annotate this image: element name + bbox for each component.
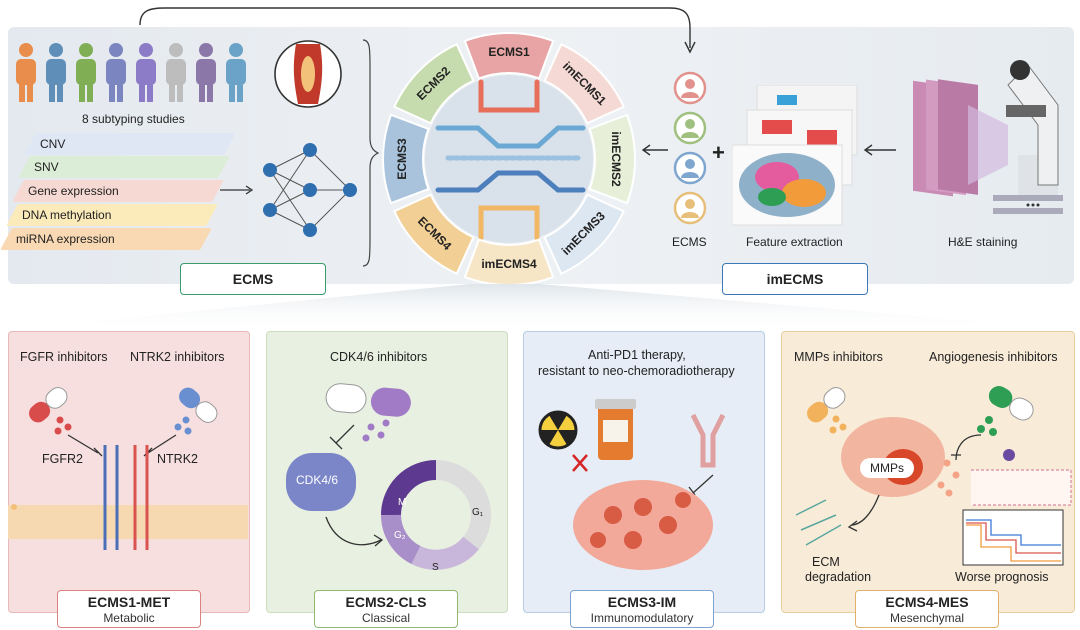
person-icon [76, 43, 96, 102]
person-icon [226, 43, 246, 102]
subtype-name: ECMS4-MES [885, 594, 969, 610]
person-icon [46, 43, 66, 102]
arrow-from-he [863, 144, 896, 156]
neural-network-icon [220, 143, 357, 237]
person-icon [196, 43, 216, 102]
fan-shade [4, 284, 1078, 330]
person-circle-icon [673, 151, 707, 185]
ecms-box: ECMS [180, 263, 326, 295]
plus-sign: + [712, 140, 725, 165]
panel3-illustration [538, 399, 726, 570]
person-circle-icon [673, 191, 707, 225]
imecms-people-icons [673, 71, 707, 225]
subtype-name: ECMS3-IM [607, 594, 677, 610]
people-icons [16, 43, 246, 102]
receptor-fgfr2: FGFR2 [42, 452, 83, 466]
ring-segment [463, 238, 555, 286]
ring-segment-label: imECMS4 [481, 257, 537, 271]
drug-cdk46: CDK4/6 inhibitors [330, 350, 428, 364]
worse-prognosis-label: Worse prognosis [955, 570, 1049, 584]
omics-dna-methylation: DNA methylation [6, 204, 218, 226]
subtype-name: ECMS1-MET [87, 594, 171, 610]
phase-s: S [432, 562, 439, 573]
studies-label: 8 subtyping studies [82, 112, 185, 126]
panel-ecms1 [8, 331, 250, 613]
ring-segment [463, 32, 555, 80]
receptor-ntrk2: NTRK2 [157, 452, 198, 466]
label-ecms4-mes: ECMS4-MES Mesenchymal [855, 590, 999, 628]
ring-segment [543, 43, 625, 125]
ecm-label: ECM [812, 555, 840, 569]
phase-g1: G₁ [472, 507, 484, 518]
omics-snv: SNV [18, 156, 230, 178]
drug-ntrk2: NTRK2 inhibitors [130, 350, 225, 364]
ring-segment [393, 193, 475, 275]
subtype-description: Mesenchymal [889, 611, 965, 625]
ring-segment-label: ECMS3 [395, 138, 409, 180]
person-icon [166, 43, 186, 102]
omics-mirna-expression: miRNA expression [0, 228, 212, 250]
ecm-degradation-label: degradation [805, 570, 872, 584]
ecms-ring: ECMS1imECMS1imECMS2imECMS3imECMS4ECMS4EC… [382, 32, 636, 286]
protein-cdk46: CDK4/6 [296, 473, 339, 487]
subtype-description: Metabolic [103, 611, 155, 625]
panel2-illustration [286, 383, 491, 570]
subtype-description: Immunomodulatory [590, 611, 694, 625]
person-icon [16, 43, 36, 102]
drug-fgfr: FGFR inhibitors [20, 350, 108, 364]
arrow-to-ring [641, 144, 668, 156]
ring-segment [543, 193, 625, 275]
panel4-illustration [795, 386, 1072, 566]
mmps-label: MMPs [860, 458, 914, 478]
label-ecms3-im: ECMS3-IM Immunomodulatory [570, 590, 714, 628]
ring-segment [393, 43, 475, 125]
omics-gene-expression: Gene expression [12, 180, 224, 202]
phase-g2: G₂ [394, 530, 406, 541]
omics-cnv: CNV [24, 133, 236, 155]
person-circle-icon [673, 71, 707, 105]
label-ecms2-cls: ECMS2-CLS Classical [314, 590, 458, 628]
label-ecms1-met: ECMS1-MET Metabolic [57, 590, 201, 628]
person-circle-icon [673, 111, 707, 145]
drug-resistance: resistant to neo-chemoradiotherapy [538, 364, 735, 378]
person-icon [136, 43, 156, 102]
drug-angiogenesis: Angiogenesis inhibitors [929, 350, 1058, 364]
phase-m: M [398, 497, 407, 508]
imecms-box: imECMS [722, 263, 868, 295]
person-icon [106, 43, 126, 102]
feature-label: Feature extraction [746, 235, 843, 249]
ring-segment [382, 113, 430, 205]
drug-antipd1: Anti-PD1 therapy, [588, 348, 686, 362]
ecms-people-label: ECMS [672, 235, 707, 249]
subtype-description: Classical [361, 611, 410, 625]
drug-mmps: MMPs inhibitors [794, 350, 883, 364]
top-arrow [139, 7, 696, 54]
subtype-name: ECMS2-CLS [345, 594, 427, 610]
he-label: H&E staining [948, 235, 1018, 249]
panel1-illustration [8, 387, 248, 550]
ring-segment-label: ECMS1 [488, 45, 530, 59]
feature-maps [732, 85, 858, 226]
ring-segment [588, 113, 636, 205]
brace [362, 39, 380, 267]
ring-segment-label: imECMS2 [609, 131, 623, 187]
microscope-icon [913, 60, 1063, 214]
vessel-icon [274, 40, 342, 108]
